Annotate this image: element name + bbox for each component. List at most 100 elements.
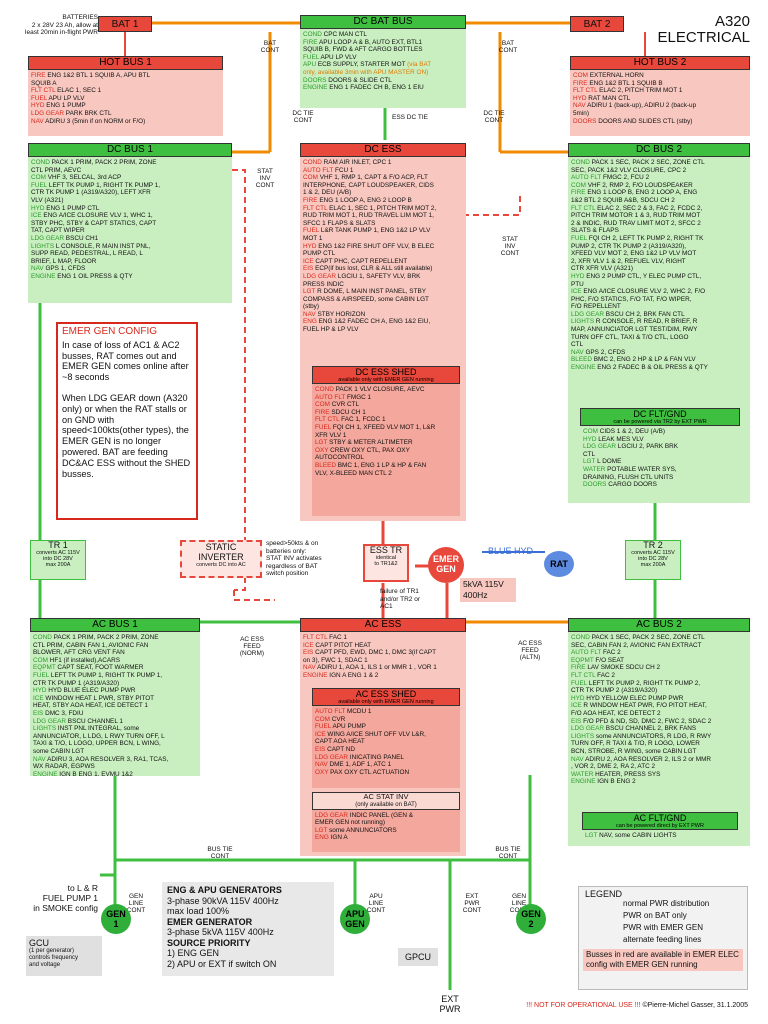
- system-label: EIS: [315, 745, 326, 753]
- bus-item: on 3), FWC 1, SDAC 1: [303, 657, 463, 665]
- item-text: BSCU CHANNEL 1: [66, 717, 123, 725]
- bus-item: FIRE LAV SMOKE SDCU CH 2: [571, 664, 747, 672]
- item-text: ENG 1&2 FADEC CH A, ENG 1&2 EIU,: [316, 318, 431, 326]
- item-text: F/O AOA HEAT, ICE DETECT 2: [571, 709, 661, 717]
- bus-item: COND CPC MAN CTL: [303, 31, 463, 39]
- system-label: ENGINE: [303, 671, 328, 679]
- bus-item: NAV GPS 1, CFDS: [31, 265, 229, 273]
- system-label: LIGHTS: [33, 725, 57, 733]
- item-text: CAPT PHC, CAPT REPELLENT: [313, 257, 408, 265]
- item-text: SEC, CABIN FAN 2, AVIONIC FAN EXTRACT: [571, 641, 702, 649]
- item-text: DMC 3, FDIU: [43, 709, 84, 717]
- bus-item: COM CVR: [315, 716, 457, 724]
- system-label: FIRE: [303, 38, 318, 46]
- item-text: 1 & 2, DEU (A/B): [303, 189, 352, 197]
- ac-bus-2: AC BUS 2 COND PACK 1 SEC, PACK 2 SEC, ZO…: [568, 618, 750, 846]
- ess-dc-tie-label: ESS DC TIE: [392, 114, 429, 121]
- system-label: FLT CTL: [303, 634, 328, 641]
- bus-item: VLV, X-BLEED MAN CTL 2: [315, 470, 457, 478]
- system-label: HYD: [573, 94, 587, 102]
- bus-item: , VOR 2, DME 2, RA 2, ATC 2: [571, 763, 747, 771]
- bus-item: ICE R WINDOW HEAT PWR, F/O PITOT HEAT,: [571, 702, 747, 710]
- bus-item: BLOWER, AFT CRG VENT FAN: [33, 649, 197, 657]
- system-label: COM: [31, 174, 46, 182]
- item-text: ENG 2 FADEC B & OIL PRESS & QTY: [595, 364, 708, 372]
- item-text: CTR TK PUMP 1 (A319/A320): [33, 679, 120, 687]
- item-text: ENG 1 LOOP A, ENG 2 LOOP B: [317, 196, 412, 204]
- system-label: COND: [303, 159, 322, 166]
- bus-item: ENGINE ENG 2 FADEC B & OIL PRESS & QTY: [571, 364, 747, 372]
- bus-item: FLT CTL ELAC 2, PITCH TRIM MOT 1: [573, 87, 747, 95]
- bus-item: NAV ADIRU 2, AOA RESOLVER 2, ILS 2 or MM…: [571, 756, 747, 764]
- bus-item: TAT, CAPT WIPER: [31, 227, 229, 235]
- item-note: (via BAT: [407, 61, 432, 69]
- hot-bus-2-title: HOT BUS 2: [570, 56, 750, 70]
- ac-stat-inv-list: LDG GEAR INDIC PANEL (GEN & EMER GEN not…: [312, 809, 460, 844]
- bus-item: TAXI & T/O, L LOGO, UPPER BCN, L WING,: [33, 740, 197, 748]
- system-label: FUEL: [571, 679, 588, 687]
- legend-note: Busses in red are available in EMER ELEC…: [583, 949, 743, 971]
- bus-item: PUMP 2, CTR TK PUMP 2 (A319/A320),: [571, 243, 747, 251]
- legend-item-bat: PWR on BAT only: [623, 911, 687, 920]
- item-text: 1&2 BTL 2 SQUIB A&B, SDCU CH 2: [571, 196, 675, 204]
- item-text: IGN B ENG 1, EVMU 1&2: [57, 770, 133, 776]
- item-text: HYD BLUE ELEC PUMP PWR: [46, 687, 136, 695]
- item-text: CAPT PFD, EWD, DMC 1, DMC 3(if CAPT: [313, 649, 437, 657]
- system-label: COM: [315, 715, 330, 723]
- system-label: LGT: [315, 439, 328, 447]
- dc-bus-1-list: COND PACK 1 PRIM, PACK 2 PRIM, ZONE CTL …: [28, 157, 232, 303]
- bus-item: AUTOCONTROL: [315, 454, 457, 462]
- system-label: FLT CTL: [573, 87, 598, 95]
- bus-item: PITCH TRIM MOTOR 1 & 3, RUD TRIM MOT: [571, 212, 747, 220]
- item-text: PUMP CTL: [303, 250, 336, 258]
- system-label: ICE: [571, 702, 582, 710]
- bus-item: MOT 1: [303, 235, 463, 243]
- bus-item: some CABIN LGT: [33, 748, 197, 756]
- system-label: COND: [571, 634, 590, 641]
- bus-item: BLEED BMC 2, ENG 2 HP & LP & FAN VLV: [571, 356, 747, 364]
- gpcu-box: GPCU: [398, 948, 438, 966]
- item-text: ENG 1 LOOP B, ENG 2 LOOP A, ENG: [585, 189, 698, 197]
- bus-item: LIGHTS INST PNL INTEGRAL, some: [33, 725, 197, 733]
- item-text: DRAINING, FLUSH CTL UNITS: [583, 473, 674, 481]
- system-label: EIS: [303, 265, 314, 273]
- bus-item: FUEL APU LP VLV: [303, 54, 463, 62]
- system-label: AUTO FLT: [571, 649, 602, 657]
- system-label: FUEL: [315, 723, 332, 731]
- bus-item: LDG GEAR PARK BRK CTL: [31, 110, 220, 118]
- bus-item: DOORS CARGO DOORS: [583, 481, 737, 489]
- bus-item: BRIEF, L MAP, FLOOR: [31, 258, 229, 266]
- bus-item: HYD RAT MAN CTL: [573, 95, 747, 103]
- item-text: F/O SEAT: [593, 656, 625, 664]
- bat1-block: BAT 1: [98, 16, 152, 32]
- bat2-block: BAT 2: [570, 16, 624, 32]
- system-label: NAV: [315, 761, 328, 769]
- bus-item: COND PACK 1 VLV CLOSURE, AEVC: [315, 386, 457, 394]
- system-label: BLEED: [571, 356, 592, 364]
- bus-item: INTERPHONE, CAPT LOUDSPEAKER, CIDS: [303, 182, 463, 190]
- item-text: PHC, F/O STATICS, F/O TAT, F/O WIPER,: [571, 295, 692, 303]
- bus-item: 2, XFR VLV 1 & 2, REFUEL VLV, RIGHT: [571, 258, 747, 266]
- bus-item: LDG GEAR INDIC PANEL (GEN &: [315, 812, 457, 820]
- bus-item: HYD ENG 1 PUMP: [31, 102, 220, 110]
- bus-item: FUEL FQI CH 2, LEFT TK PUMP 2, RIGHT TK: [571, 235, 747, 243]
- bus-item: 1&2 BTL 2 SQUIB A&B, SDCU CH 2: [571, 197, 747, 205]
- system-label: NAV: [31, 265, 44, 273]
- ac-flt-gnd-list: LGT NAV, some CABIN LIGHTS: [582, 830, 738, 842]
- system-label: FLT CTL: [315, 416, 340, 424]
- bus-item: FIRE SDCU CH 1: [315, 409, 457, 417]
- item-text: ENG A/ICE CLOSURE VLV 2, WHC 2, F/O: [581, 288, 706, 296]
- item-text: ADIRU 2, AOA RESOLVER 2, ILS 2 or MMR: [583, 755, 712, 763]
- item-text: BMC 2, ENG 2 HP & LP & FAN VLV: [591, 356, 696, 364]
- bus-item: SLATS & FLAPS: [571, 227, 747, 235]
- item-text: ENG 1&2 BTL 1 SQUIB B: [587, 79, 663, 87]
- item-text: GPS 2, CFDS: [583, 348, 626, 356]
- item-text: AUTOCONTROL: [315, 454, 364, 462]
- bus-item: COM VHF 1, RMP 1, CAPT & F/O ACP, FLT: [303, 174, 463, 182]
- system-label: NAV: [573, 102, 586, 110]
